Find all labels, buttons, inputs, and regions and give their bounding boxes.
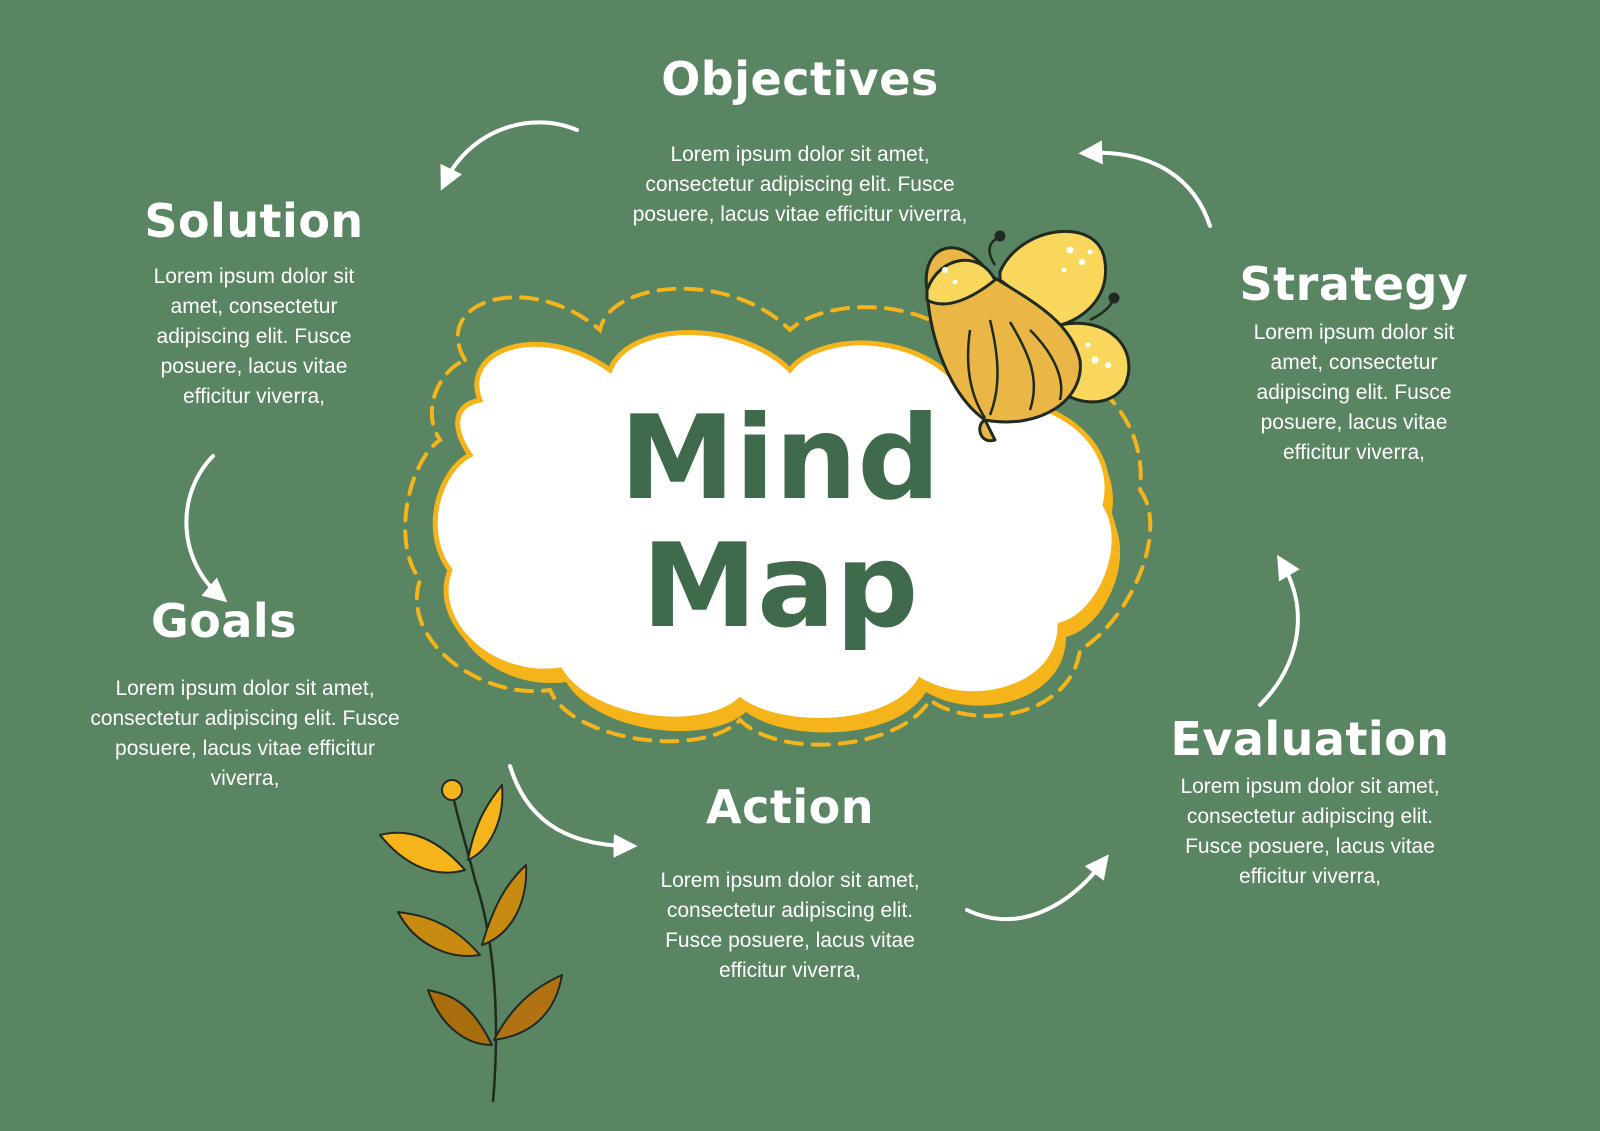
butterfly-illustration [924, 229, 1131, 443]
center-title: Mind Map [590, 395, 970, 651]
evaluation-title: Evaluation [1170, 712, 1450, 766]
action-title: Action [706, 780, 874, 834]
arrow-goals-to-action [508, 764, 638, 858]
arrow-action-to-evaluation [965, 854, 1109, 921]
arrow-strategy-to-objectives [1078, 140, 1212, 228]
action-text: Lorem ipsum dolor sit amet, consectetur … [660, 869, 920, 982]
arrow-objectives-to-solution [440, 120, 579, 191]
strategy-title: Strategy [1239, 257, 1469, 311]
cloud-dashed-outline [403, 286, 1153, 747]
goals-title: Goals [150, 594, 298, 648]
evaluation-text: Lorem ipsum dolor sit amet, consectetur … [1180, 775, 1440, 888]
objectives-title: Objectives [661, 52, 939, 106]
arrow-evaluation-to-strategy [1258, 554, 1300, 707]
center-title-line1: Mind [619, 391, 941, 526]
objectives-text: Lorem ipsum dolor sit amet, consectetur … [632, 143, 968, 226]
solution-text: Lorem ipsum dolor sit amet, consectetur … [153, 265, 355, 408]
cloud-shape [432, 330, 1117, 723]
arrow-solution-to-goals [184, 454, 228, 603]
strategy-text: Lorem ipsum dolor sit amet, consectetur … [1253, 321, 1455, 464]
solution-title: Solution [144, 194, 364, 248]
goals-text: Lorem ipsum dolor sit amet, consectetur … [90, 677, 400, 790]
leaf-branch-illustration [379, 779, 563, 1103]
center-title-line2: Map [641, 519, 919, 654]
